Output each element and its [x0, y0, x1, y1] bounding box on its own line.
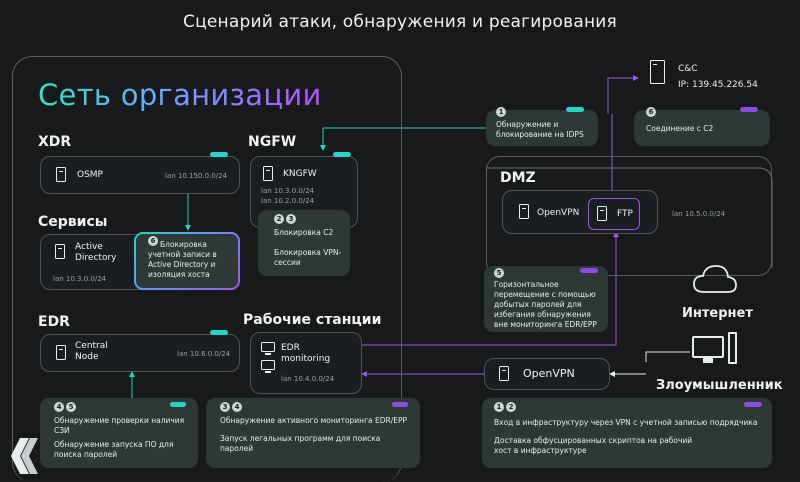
- note-text: Соединение с C2: [646, 124, 714, 133]
- ad-label: Active Directory: [75, 242, 117, 263]
- step-number: 6: [148, 236, 158, 246]
- openvpn-external-label: OpenVPN: [523, 367, 575, 380]
- cyan-tag: [210, 152, 228, 157]
- osmp-lan: lan 10.150.0.0/24: [165, 172, 228, 180]
- section-internet: Интернет: [682, 306, 753, 321]
- section-dmz: DMZ: [500, 170, 536, 186]
- central-node-box: Central Node lan 10.6.0.0/24: [40, 334, 240, 372]
- note-vpn-entry: 1 2 Вход в инфраструктуру через VPN с уч…: [482, 398, 772, 468]
- note-line: Обнаружение активного мониторинга EDR/EP…: [220, 416, 408, 425]
- logo-icon: [11, 438, 38, 474]
- workstation-icon: [261, 360, 275, 373]
- diagram-title: Сценарий атаки, обнаружения и реагирован…: [183, 12, 617, 32]
- osmp-box: OSMP lan 10.150.0.0/24: [40, 156, 240, 194]
- note-line: Вход в инфраструктуру через VPN с учетно…: [494, 418, 758, 427]
- central-node-label: Central Node: [75, 341, 108, 362]
- arrow-attacker-to-vpn: [645, 351, 690, 362]
- ftp-label: FTP: [617, 209, 633, 219]
- purple-tag: [740, 107, 758, 112]
- dmz-frame-box: [486, 156, 772, 276]
- cloud-icon: [693, 265, 737, 293]
- note-line: Блокировка С2: [274, 228, 334, 237]
- attacker-tower-icon: [728, 332, 737, 364]
- server-icon: [56, 345, 66, 360]
- workstation-icon: [261, 342, 275, 355]
- server-icon: [263, 166, 273, 181]
- step-number: 1: [496, 107, 506, 117]
- section-ngfw: NGFW: [248, 134, 297, 150]
- edr-monitoring-box: EDR monitoring lan 10.4.0.0/24: [250, 332, 362, 394]
- note-text: Обнаружение и блокирование на IDPS: [496, 120, 584, 139]
- openvpn-dmz-label: OpenVPN: [537, 208, 580, 218]
- cyan-tag: [333, 152, 351, 157]
- step-number: 2: [506, 402, 516, 412]
- section-workstations: Рабочие станции: [243, 312, 382, 328]
- osmp-label: OSMP: [77, 170, 103, 180]
- attacker-monitor-icon: [692, 336, 724, 358]
- cyan-tag: [210, 330, 228, 335]
- edr-monitoring-lan: lan 10.4.0.0/24: [281, 375, 335, 383]
- server-icon: [499, 366, 509, 381]
- step-number: 6: [646, 107, 656, 117]
- cc-server-icon: [650, 60, 665, 84]
- section-services: Сервисы: [38, 214, 108, 230]
- cc-ip: IP: 139.45.226.54: [678, 80, 758, 90]
- note-line: Обнаружение проверки наличия СЗИ: [54, 416, 185, 435]
- section-xdr: XDR: [38, 134, 72, 150]
- cc-label: C&C: [678, 64, 698, 74]
- purple-tag: [580, 268, 598, 273]
- step-number: 4: [54, 402, 64, 412]
- note-block-c2-vpn: 2 3 Блокировка С2 Блокировка VPN-сессии: [258, 210, 350, 276]
- purple-tag: [744, 402, 762, 407]
- note-line: Запуск легальных программ для поиска пар…: [220, 434, 381, 453]
- note-workstation-activity: 3 4 Обнаружение активного мониторинга ED…: [206, 398, 420, 468]
- note-line: Блокировка VPN-сессии: [274, 248, 342, 267]
- openvpn-external-box: OpenVPN: [484, 358, 610, 390]
- note-line: Обнаружение запуска ПО для поиска пароле…: [54, 440, 174, 459]
- ftp-box: FTP: [588, 198, 640, 230]
- dmz-lan: lan 10.5.0.0/24: [672, 210, 726, 218]
- step-number: 3: [286, 214, 296, 224]
- note-block-account: 6 Блокировка учетной записи в Active Dir…: [134, 232, 240, 290]
- step-number: 5: [494, 268, 504, 278]
- note-lateral-movement: 5 Горизонтальное перемещение с помощью д…: [484, 266, 608, 332]
- ad-lan: lan 10.3.0.0/24: [53, 275, 107, 283]
- monitor-stand: [703, 358, 713, 363]
- step-number: 2: [274, 214, 284, 224]
- central-node-lan: lan 10.6.0.0/24: [177, 350, 231, 358]
- kngfw-lan-1: lan 10.3.0.0/24: [261, 187, 315, 195]
- note-idps: 1 Обнаружение и блокирование на IDPS: [486, 107, 598, 146]
- server-icon: [519, 204, 529, 219]
- step-number: 5: [66, 402, 76, 412]
- note-edr-detection: 4 5 Обнаружение проверки наличия СЗИ Обн…: [40, 398, 198, 468]
- note-text: Блокировка учетной записи в Active Direc…: [148, 240, 217, 279]
- edr-monitoring-label: EDR monitoring: [281, 343, 331, 364]
- server-icon: [55, 244, 65, 259]
- arrow-lateral-move: [362, 231, 619, 346]
- note-c2-connection: 6 Соединение с C2: [634, 107, 770, 146]
- cyan-tag: [170, 402, 186, 407]
- server-icon: [597, 206, 607, 221]
- kngfw-label: KNGFW: [283, 169, 317, 179]
- section-edr: EDR: [38, 314, 70, 330]
- note-line: Доставка обфусцированных скриптов на раб…: [494, 436, 693, 455]
- note-text: Горизонтальное перемещение с помощью доб…: [494, 280, 597, 329]
- step-number: 3: [220, 402, 230, 412]
- kngfw-lan-2: lan 10.2.0.0/24: [261, 197, 315, 205]
- purple-tag: [392, 402, 408, 407]
- step-number: 1: [494, 402, 504, 412]
- section-attacker: Злоумышленник: [656, 378, 783, 393]
- server-icon: [56, 167, 66, 182]
- org-network-title: Сеть организации: [38, 78, 322, 112]
- cyan-tag: [566, 107, 584, 112]
- org-network-frame: [12, 56, 402, 482]
- arrow-c2-connection: [607, 75, 639, 114]
- step-number: 4: [232, 402, 242, 412]
